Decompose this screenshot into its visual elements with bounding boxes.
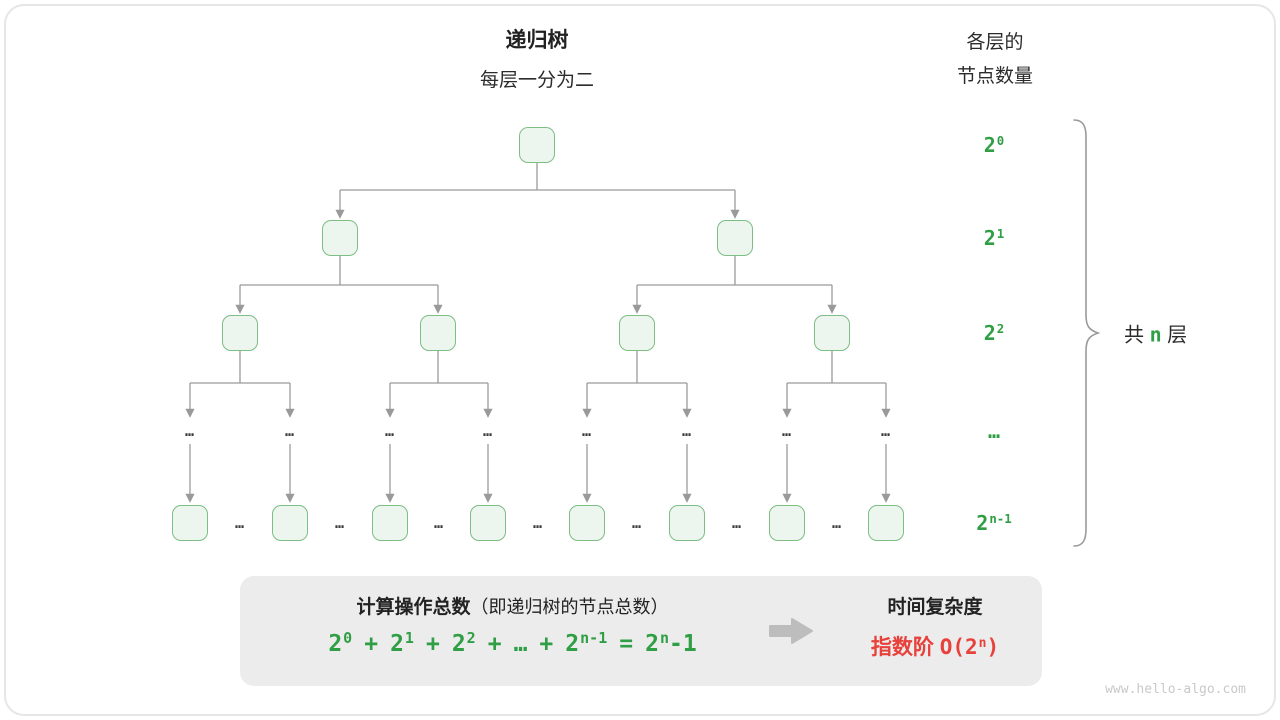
level-count-label: 2n-1 <box>976 511 1012 535</box>
ellipsis-label: … <box>631 514 643 532</box>
watermark: www.hello-algo.com <box>1105 682 1246 697</box>
ellipsis-label: … <box>433 514 445 532</box>
ellipsis-label: … <box>781 422 793 440</box>
tree-node <box>470 505 506 541</box>
tree-node <box>717 220 753 256</box>
level-count-label: 21 <box>983 226 1005 250</box>
operations-total-block: 计算操作总数（即递归树的节点总数） 20 + 21 + 22 + … + 2n-… <box>240 576 785 657</box>
ellipsis-label: … <box>482 422 494 440</box>
diagram-header: 递归树 每层一分为二 <box>337 24 737 92</box>
tree-node <box>569 505 605 541</box>
ellipsis-label: … <box>284 422 296 440</box>
tree-node <box>222 315 258 351</box>
ellipsis-label: … <box>681 422 693 440</box>
tree-node <box>519 127 555 163</box>
operations-total-note: （即递归树的节点总数） <box>470 597 669 617</box>
level-count-label: 20 <box>983 133 1005 157</box>
time-complexity-value: 指数阶 O(2n) <box>870 635 1000 659</box>
tree-node <box>619 315 655 351</box>
ellipsis-label: … <box>184 422 196 440</box>
operations-total-title-line: 计算操作总数（即递归树的节点总数） <box>240 592 785 619</box>
ellipsis-label: … <box>581 422 593 440</box>
tree-node <box>669 505 705 541</box>
ellipsis-label: … <box>880 422 892 440</box>
implies-arrow-icon <box>769 618 813 644</box>
ellipsis-label: … <box>334 514 346 532</box>
tree-node <box>372 505 408 541</box>
operations-total-title: 计算操作总数 <box>356 597 471 618</box>
ellipsis-label: … <box>532 514 544 532</box>
levels-header-line2: 节点数量 <box>956 66 1033 87</box>
ellipsis-label: … <box>234 514 246 532</box>
tree-node <box>272 505 308 541</box>
time-complexity-block: 时间复杂度 指数阶 O(2n) <box>820 576 1050 661</box>
ellipsis-label: … <box>384 422 396 440</box>
operations-sum-formula: 20 + 21 + 22 + … + 2n-1 = 2n-1 <box>328 628 697 657</box>
layers-brace-icon <box>1073 119 1101 547</box>
tree-node <box>868 505 904 541</box>
tree-node <box>322 220 358 256</box>
ellipsis-label: … <box>831 514 843 532</box>
levels-header-line1: 各层的 <box>966 32 1024 53</box>
levels-header: 各层的 节点数量 <box>925 26 1065 94</box>
diagram-subtitle: 每层一分为二 <box>479 70 594 91</box>
summary-box: 计算操作总数（即递归树的节点总数） 20 + 21 + 22 + … + 2n-… <box>240 576 1042 686</box>
layer-count-label: 共 n 层 <box>1124 322 1188 347</box>
level-count-label: … <box>987 419 1001 443</box>
tree-node <box>420 315 456 351</box>
ellipsis-label: … <box>731 514 743 532</box>
level-count-label: 22 <box>983 321 1005 345</box>
tree-node <box>814 315 850 351</box>
tree-node <box>172 505 208 541</box>
tree-node <box>769 505 805 541</box>
diagram-title: 递归树 <box>505 29 569 52</box>
time-complexity-title: 时间复杂度 <box>887 597 983 618</box>
